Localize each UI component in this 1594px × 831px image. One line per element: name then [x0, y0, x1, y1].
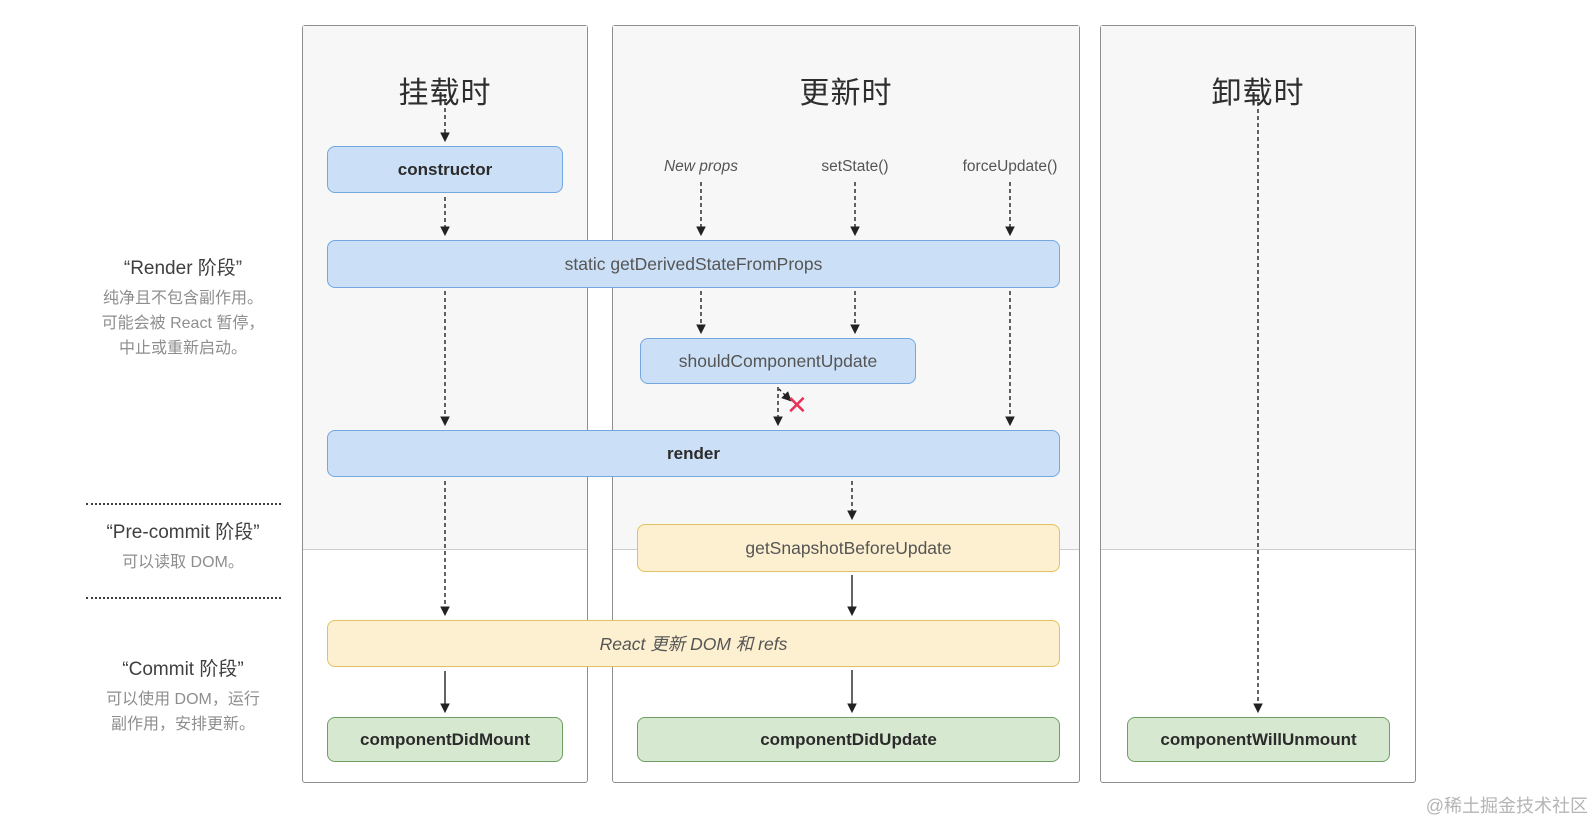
column-updating-title: 更新时 — [799, 77, 893, 110]
render-phase-label: “Render 阶段” 纯净且不包含副作用。 可能会被 React 暂停， 中止… — [70, 256, 296, 361]
render-phase-line: 中止或重新启动。 — [118, 340, 247, 357]
box-component-will-unmount[interactable]: componentWillUnmount — [1127, 717, 1390, 762]
pre-commit-phase-line: 可以读取 DOM。 — [122, 554, 244, 571]
pre-commit-phase-title: “Pre-commit 阶段” — [106, 522, 260, 543]
box-get-snapshot-before-update[interactable]: getSnapshotBeforeUpdate — [637, 524, 1060, 572]
pre-commit-phase-label: “Pre-commit 阶段” 可以读取 DOM。 — [70, 520, 296, 575]
render-phase-line: 可能会被 React 暂停， — [101, 315, 265, 332]
render-phase-title: “Render 阶段” — [123, 258, 243, 279]
box-render[interactable]: render — [327, 430, 1060, 477]
commit-phase-line: 可以使用 DOM，运行 — [106, 691, 260, 708]
box-get-derived-state-from-props[interactable]: static getDerivedStateFromProps — [327, 240, 1060, 288]
trigger-new-props: New props — [663, 158, 739, 175]
box-component-did-mount[interactable]: componentDidMount — [327, 717, 563, 762]
phase-separator-line — [86, 597, 281, 599]
render-phase-line: 纯净且不包含副作用。 — [102, 290, 263, 307]
phase-separator-line — [86, 503, 281, 505]
commit-phase-title: “Commit 阶段” — [122, 659, 244, 680]
box-should-component-update[interactable]: shouldComponentUpdate — [640, 338, 916, 384]
column-updating: 更新时 — [612, 25, 1080, 783]
commit-phase-label: “Commit 阶段” 可以使用 DOM，运行 副作用，安排更新。 — [70, 657, 296, 737]
column-mounting: 挂载时 — [302, 25, 588, 783]
column-unmounting: 卸载时 — [1100, 25, 1416, 783]
watermark: @稀土掘金技术社区 — [1425, 796, 1588, 816]
column-mounting-title: 挂载时 — [398, 77, 492, 110]
box-react-updates-dom: React 更新 DOM 和 refs — [327, 620, 1060, 667]
box-component-did-update[interactable]: componentDidUpdate — [637, 717, 1060, 762]
stop-x-mark: ✕ — [786, 390, 808, 420]
trigger-force-update[interactable]: forceUpdate() — [962, 158, 1058, 175]
box-constructor[interactable]: constructor — [327, 146, 563, 193]
column-unmounting-title: 卸载时 — [1211, 77, 1305, 110]
commit-phase-line: 副作用，安排更新。 — [110, 716, 255, 733]
trigger-set-state[interactable]: setState() — [821, 158, 889, 175]
